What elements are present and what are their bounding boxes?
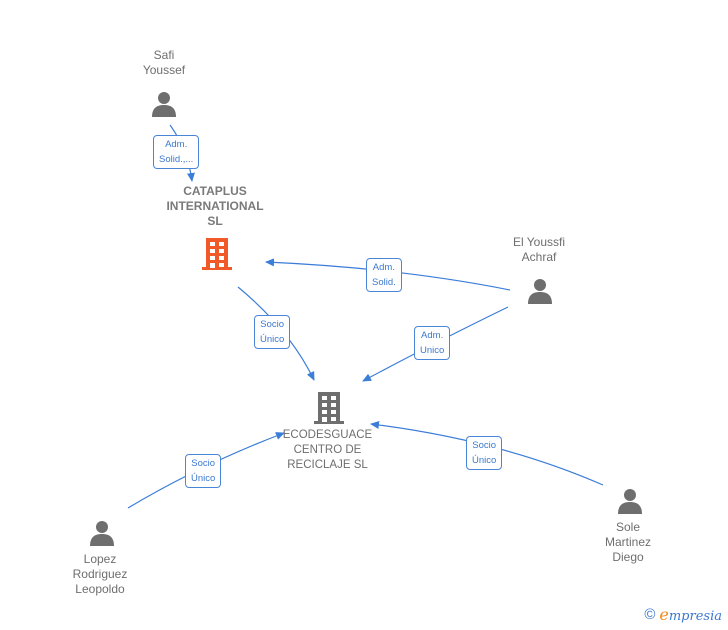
edge-label-adm-unico: Adm. Unico: [414, 326, 451, 360]
company-label-ecodesguace[interactable]: ECODESGUACE CENTRO DE RECICLAJE SL: [282, 429, 373, 471]
person-label-el-youssfi[interactable]: El Youssfi Achraf: [512, 235, 566, 264]
company-label-cataplus[interactable]: CATAPLUS INTERNATIONAL SL: [166, 184, 264, 228]
person-icon[interactable]: [616, 486, 644, 514]
edge-label-adm-solid: Adm. Solid.,...: [153, 135, 200, 169]
edge-label-socio-unico: Socio Único: [254, 315, 291, 349]
edge-label-adm-solid: Adm. Solid.: [366, 258, 402, 292]
person-label-lopez[interactable]: Lopez Rodriguez Leopoldo: [72, 552, 128, 596]
building-icon[interactable]: [201, 236, 233, 272]
edge-label-socio-unico: Socio Único: [466, 436, 503, 470]
person-icon[interactable]: [88, 518, 116, 546]
empresia-logo: empresia: [659, 605, 722, 624]
person-label-sole[interactable]: Sole Martinez Diego: [604, 520, 651, 564]
copyright-icon: ©: [644, 606, 656, 623]
person-icon[interactable]: [526, 276, 554, 304]
building-icon[interactable]: [313, 390, 345, 426]
empresia-watermark: © empresia: [644, 605, 722, 624]
person-icon[interactable]: [150, 89, 178, 117]
edge-label-socio-unico: Socio Único: [185, 454, 222, 488]
person-label-safi-youssef[interactable]: Safi Youssef: [142, 48, 186, 77]
